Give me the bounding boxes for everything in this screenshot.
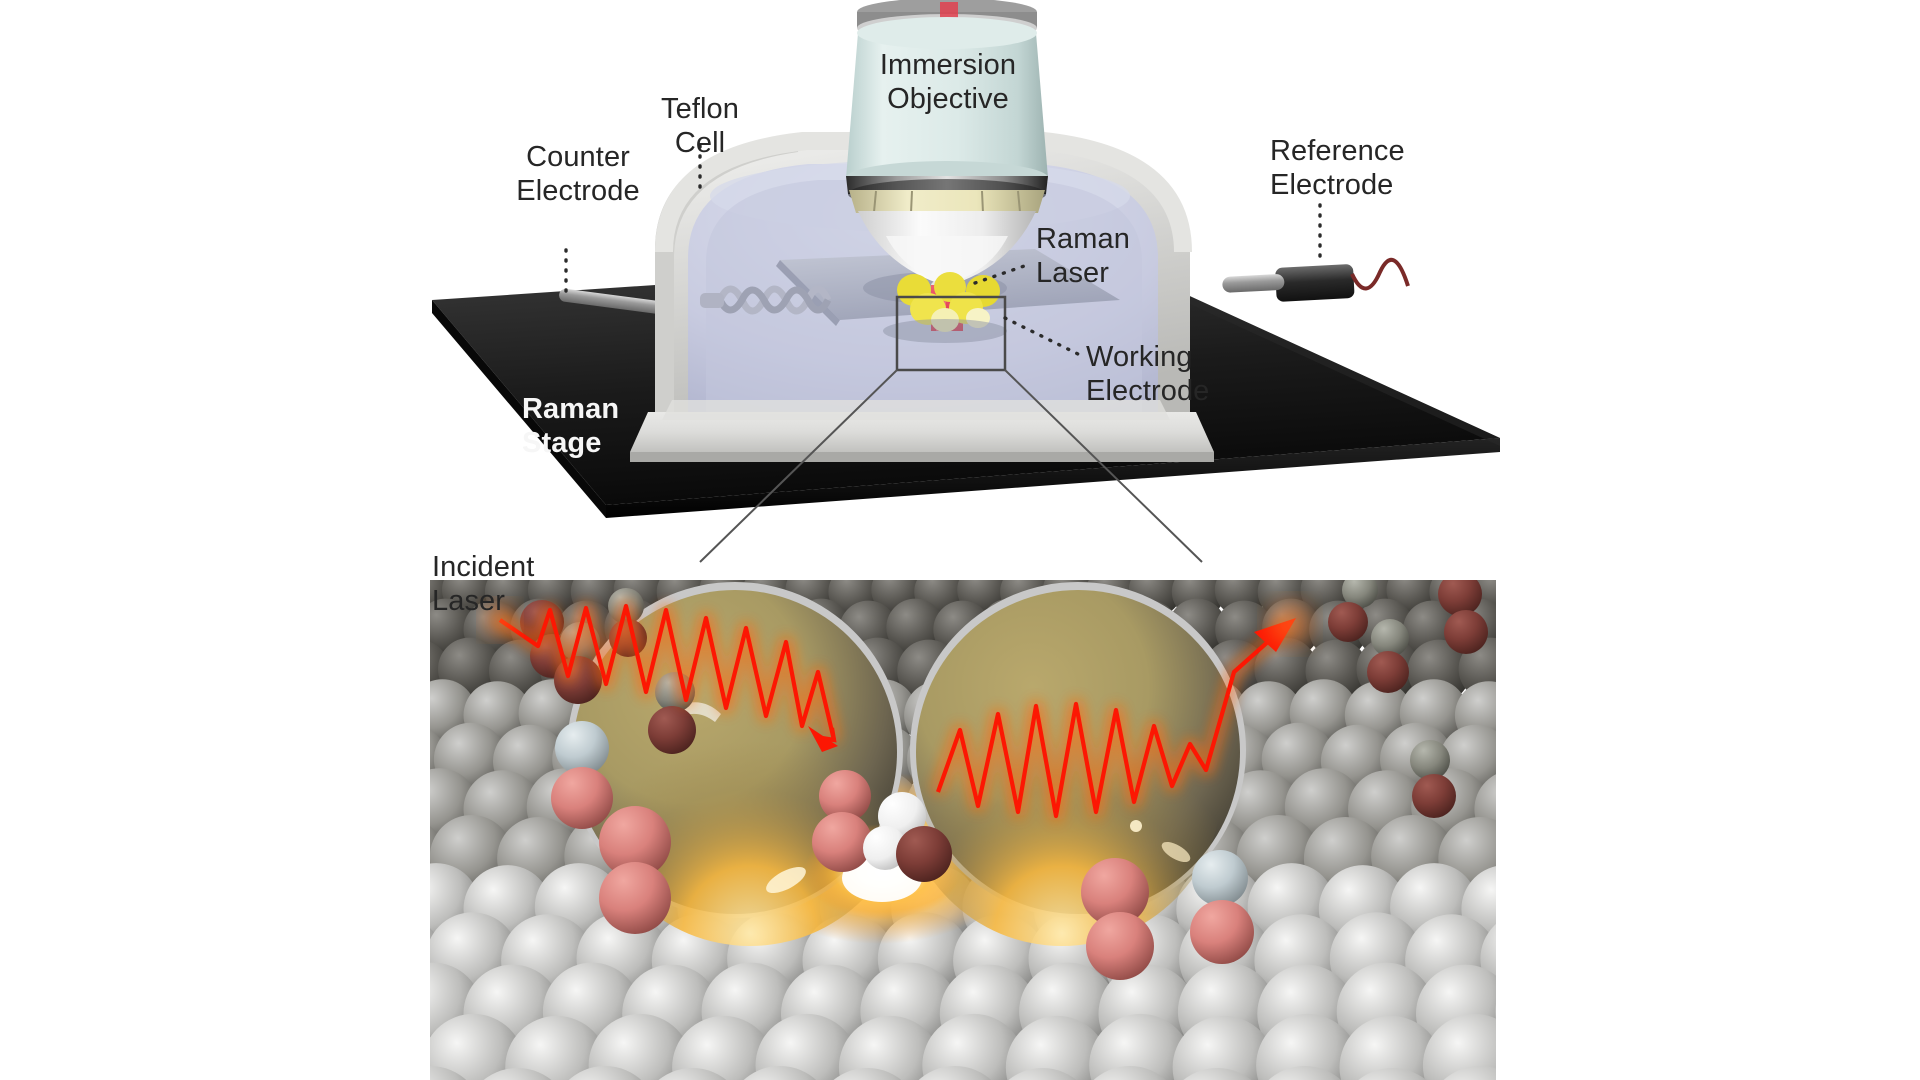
substrate-atom (1008, 1068, 1077, 1080)
gold-nanoparticles-cluster (883, 272, 1007, 343)
substrate-atom (922, 1013, 1026, 1080)
label-incident-laser: Incident Laser (432, 551, 535, 618)
substrate-atom (658, 1068, 727, 1080)
substrate-atom (1358, 1068, 1427, 1080)
label-immersion-objective: Immersion Objective (879, 49, 1017, 116)
substrate-atom (1089, 1013, 1193, 1080)
substrate-atom (483, 1068, 552, 1080)
substrate-atom (755, 1013, 859, 1080)
substrate-atom (1339, 1015, 1443, 1080)
substrate-atom (1183, 1068, 1252, 1080)
inset-selection-box (895, 295, 1007, 372)
substrate-atom (918, 1066, 992, 1080)
adsorbate-molecules-hotspot (812, 770, 952, 882)
substrate-atom (588, 1013, 692, 1080)
teflon-cell (630, 132, 1214, 462)
counter-electrode-coil (700, 285, 832, 315)
substrate-atom (838, 1015, 942, 1080)
label-reference-electrode: Reference Electrode (1270, 135, 1405, 202)
substrate-atom (1443, 1066, 1496, 1080)
adsorbate-molecules-right (1081, 850, 1254, 980)
leader-raman-laser (973, 262, 1032, 285)
leader-working-electrode (1003, 316, 1084, 358)
label-working-electrode: Working Electrode (1086, 341, 1210, 408)
substrate-atom (505, 1015, 609, 1080)
zoom-connector-lines (699, 369, 1203, 563)
substrate-atom (1256, 1013, 1360, 1080)
substrate-atom (1093, 1066, 1167, 1080)
substrate-atom (743, 1066, 817, 1080)
substrate-atom (1005, 1015, 1109, 1080)
substrate-atom (672, 1015, 776, 1080)
substrate-atom (1422, 1013, 1496, 1080)
leader-lines (564, 144, 1322, 358)
label-counter-electrode: Counter Electrode (516, 141, 640, 208)
substrate-atom (833, 1068, 902, 1080)
reference-electrode (1222, 257, 1410, 302)
label-teflon-cell: Teflon Cell (661, 93, 739, 160)
substrate-atom (1172, 1015, 1276, 1080)
incident-laser-wave (484, 601, 839, 752)
substrate-atom (1268, 1066, 1342, 1080)
substrate-atom (1495, 1004, 1496, 1020)
label-raman-stage: Raman Stage (522, 393, 620, 460)
immersion-objective (846, 0, 1048, 291)
substrate-atom (430, 1066, 467, 1080)
label-raman-laser: Raman Laser (1036, 223, 1130, 290)
substrate-atom (430, 1013, 525, 1080)
adsorbate-molecules-far-right (1328, 580, 1488, 818)
substrate-atom (568, 1066, 642, 1080)
scattered-laser-wave (933, 602, 1312, 821)
hotspot-inset-panel (430, 580, 1496, 1080)
hotspot-graphics (430, 580, 1496, 1080)
